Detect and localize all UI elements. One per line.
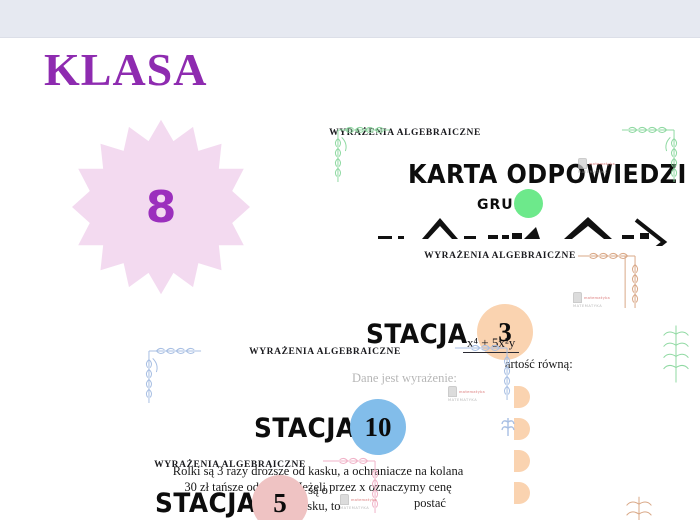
answer-blank-1[interactable] [514, 386, 530, 408]
brand-subtitle: MATEMATYKA [448, 398, 478, 402]
brand-name: matematyka [459, 389, 485, 394]
station-3-expression: x⁴ + 5x²y [463, 335, 520, 353]
section-answer-sheet: WYRAŻENIA ALGEBRAICZNE [0, 128, 700, 138]
brand-watermark-3: matematyka MATEMATYKA [448, 386, 500, 402]
station-heading-5: STACJA [155, 488, 257, 519]
section-eyebrow-stacja-5: WYRAŻENIA ALGEBRAICZNE [154, 460, 306, 470]
class-starburst-badge: 8 [72, 118, 250, 296]
worksheet-canvas[interactable]: KLASA 8 WYRAŻENIA ALGEBRAICZNE KARTA ODP… [0, 38, 700, 520]
worksheet-title: KARTA ODPOWIEDZI [408, 160, 687, 190]
group-color-badge[interactable] [514, 189, 543, 218]
page-title: KLASA [44, 44, 208, 95]
app-topbar [0, 0, 700, 38]
section-eyebrow: WYRAŻENIA ALGEBRAICZNE [329, 128, 481, 138]
station-10-prompt-line-1: Rolki są 3 razy droższe od kasku, a ochr… [172, 464, 464, 497]
station-10-prompt-line-3: postać [414, 496, 446, 510]
section-eyebrow-stacja-3: WYRAŻENIA ALGEBRAICZNE [424, 251, 576, 261]
brand-name: matematyka [584, 295, 610, 300]
station-number-badge-10[interactable]: 10 [350, 399, 406, 455]
class-number: 8 [145, 181, 177, 233]
answer-blank-4[interactable] [514, 482, 530, 504]
station-3-prompt-lead: Dane jest wyrażenie: [352, 371, 457, 385]
station-number-badge-5[interactable]: 5 [252, 475, 308, 520]
brand-subtitle: MATEMATYKA [573, 304, 603, 308]
station-heading-3: STACJA [366, 319, 468, 350]
section-eyebrow-stacja-10: WYRAŻENIA ALGEBRAICZNE [249, 347, 401, 357]
answer-blank-2[interactable] [514, 418, 530, 440]
station-3-prompt-tail: artość równą: [505, 357, 573, 371]
starburst-shape [72, 119, 250, 295]
leaf-vine-icon-blue-tip [501, 416, 515, 438]
leaf-vine-icon-tan-bottomright [608, 493, 670, 520]
answer-blank-3[interactable] [514, 450, 530, 472]
leaf-vine-icon-green-right [645, 323, 700, 385]
text-render-artifact-row-1 [378, 216, 668, 246]
brand-mark-icon [573, 292, 582, 303]
brand-watermark-2: matematyka MATEMATYKA [573, 292, 625, 308]
leaf-vine-icon-blue [144, 346, 206, 408]
station-heading-10: STACJA [254, 413, 356, 444]
